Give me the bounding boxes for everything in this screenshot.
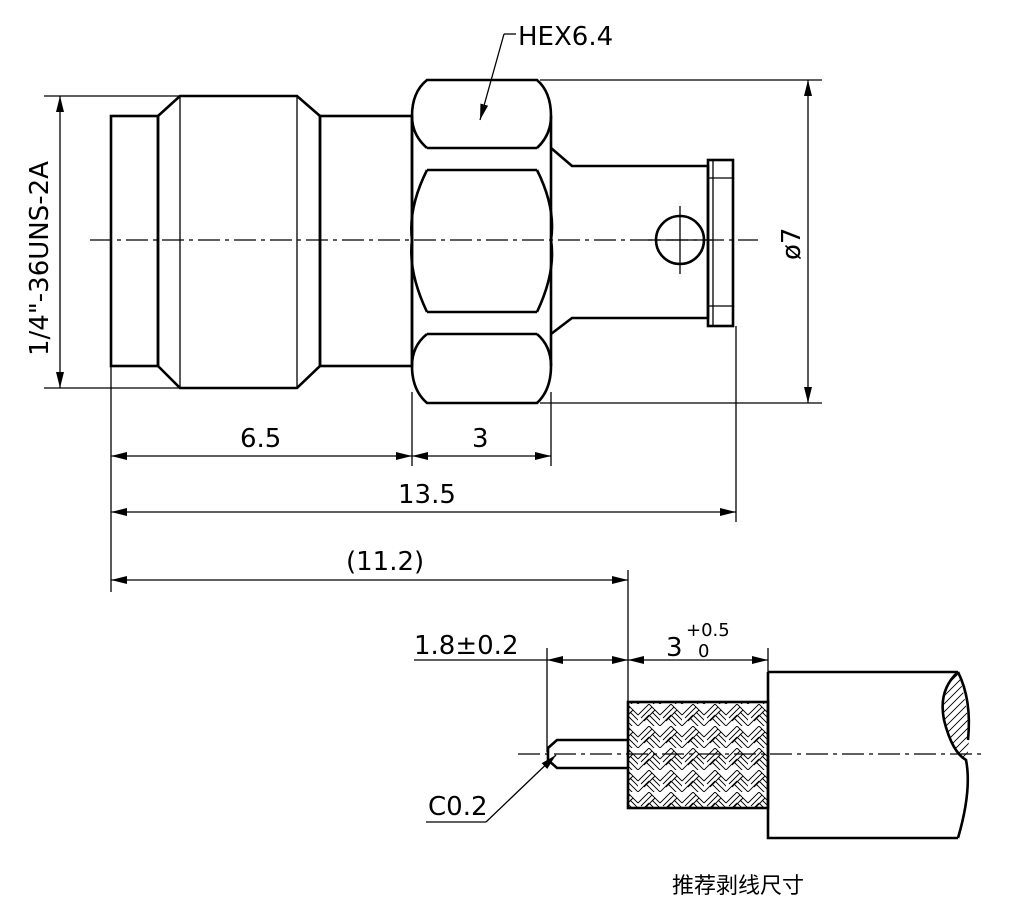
dim-3-tol-upper: +0.5 [686,620,730,641]
dim-11-2-label: (11.2) [346,547,424,577]
hex-leader: HEX6.4 [479,22,613,121]
dim-1-8-label: 1.8±0.2 [414,631,518,661]
cable-strip-detail: 1.8±0.2 3 +0.5 0 C0.2 [414,570,982,840]
diameter-dimension: ø7 [540,79,822,404]
thread-dimension: 1/4"-36UNS-2A [25,95,180,389]
dim-3-tol-lower: 0 [698,641,709,662]
hex-label: HEX6.4 [518,22,613,52]
thread-label: 1/4"-36UNS-2A [25,161,55,356]
chamfer-label: C0.2 [428,792,488,822]
dim-3-tol-base: 3 [666,633,683,663]
dim-3-label: 3 [472,424,489,454]
diameter-label: ø7 [777,228,807,260]
length-dimensions: 6.5 3 13.5 (11.2) [110,326,737,592]
dim-13-5-label: 13.5 [398,480,456,510]
caption-text: 推荐剥线尺寸 [672,874,804,899]
dim-6-5-label: 6.5 [240,424,281,454]
connector-body [90,78,758,405]
